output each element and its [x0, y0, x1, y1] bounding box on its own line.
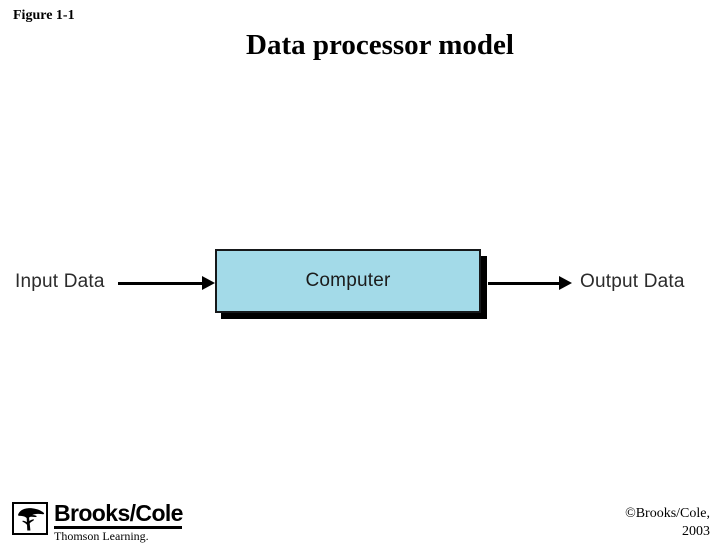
logo-underline	[54, 526, 182, 529]
publisher-logo: Brooks/Cole Thomson Learning.	[12, 502, 192, 543]
arrow-shaft	[118, 282, 205, 285]
copyright-notice: ©Brooks/Cole, 2003	[625, 505, 710, 541]
figure-number-label: Figure 1-1	[13, 8, 75, 23]
arrow-head	[559, 276, 572, 290]
input-arrow-right-icon	[118, 273, 216, 293]
input-data-label: Input Data	[15, 271, 105, 292]
arrow-head	[202, 276, 215, 290]
arrow-shaft	[488, 282, 562, 285]
output-data-label: Output Data	[580, 271, 685, 292]
logo-subbrand-text: Thomson Learning.	[54, 529, 149, 543]
page-title: Data processor model	[246, 29, 514, 61]
process-box-label: Computer	[305, 270, 391, 291]
copyright-line-1: ©Brooks/Cole,	[625, 506, 710, 521]
output-arrow-right-icon	[488, 273, 574, 293]
logo-brand-text: Brooks/Cole	[54, 500, 183, 526]
process-box-computer	[215, 249, 481, 313]
tree-icon	[12, 502, 48, 535]
logo-wordmark: Brooks/Cole Thomson Learning.	[54, 502, 190, 543]
copyright-line-2: 2003	[682, 524, 710, 539]
